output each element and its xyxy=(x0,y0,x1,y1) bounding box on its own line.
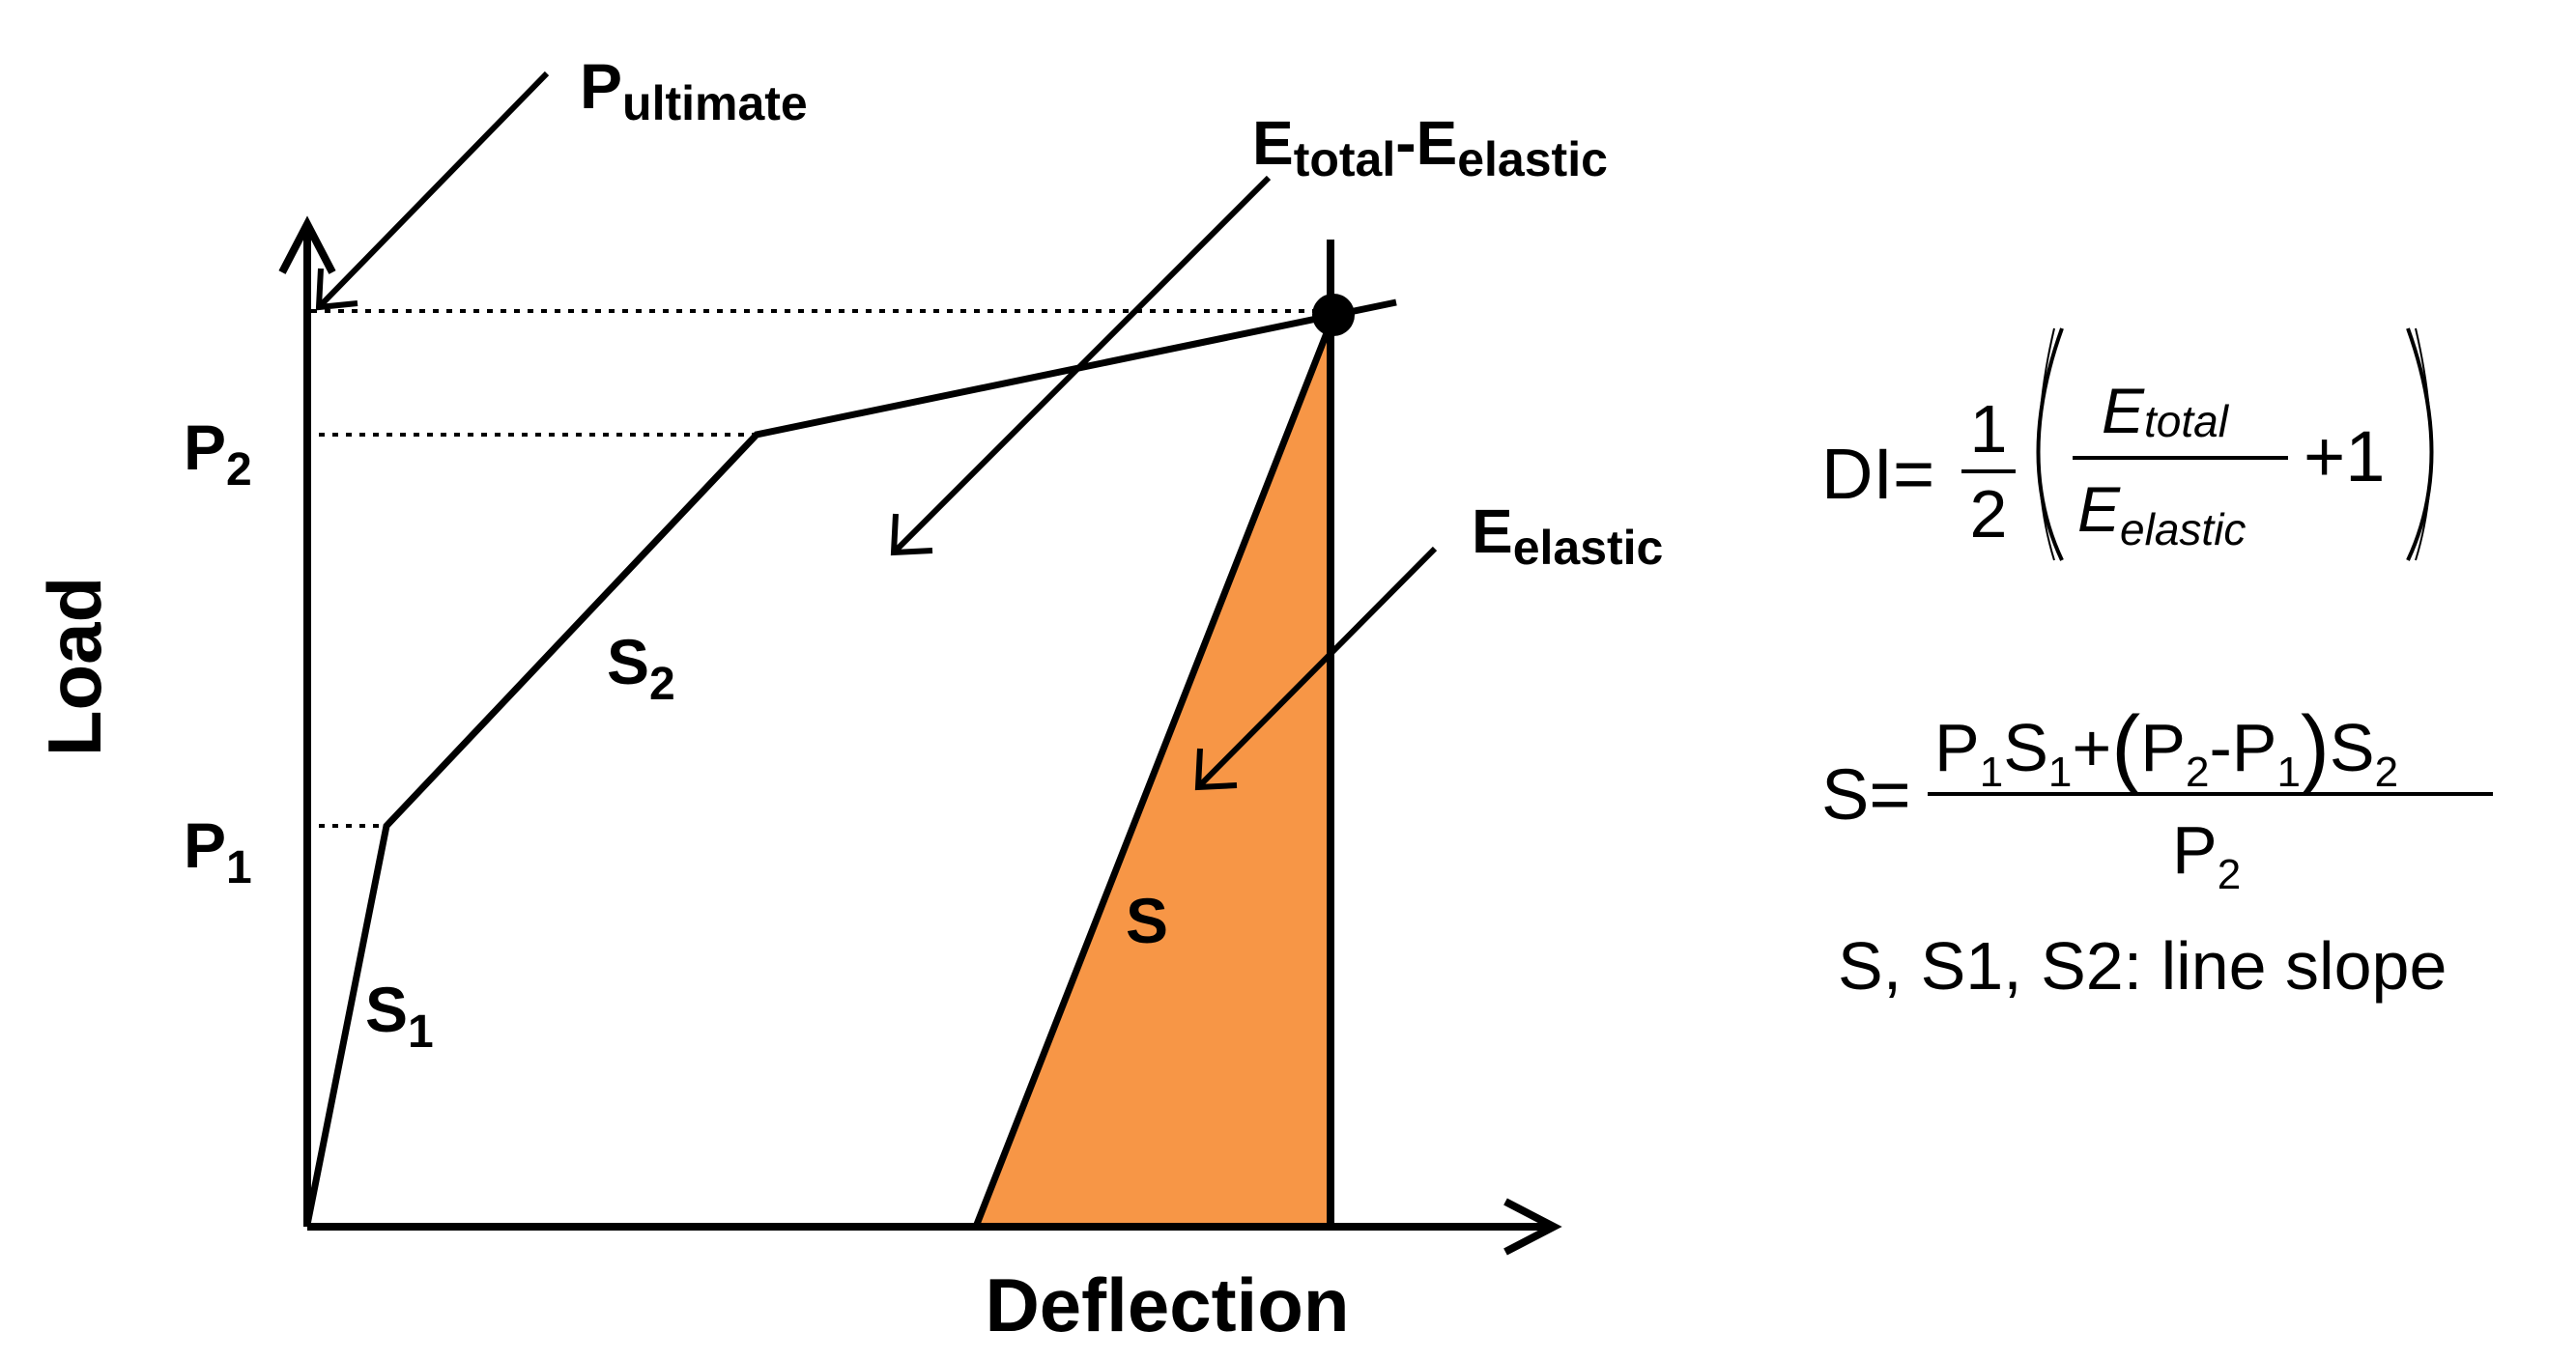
x-axis xyxy=(307,1198,1562,1256)
di-left-paren xyxy=(2036,327,2064,561)
di-lhs: DI= xyxy=(1821,434,1934,514)
s-label: S xyxy=(1126,885,1168,956)
s-lhs: S= xyxy=(1821,754,1911,835)
di-left-paren-inner xyxy=(2038,327,2055,561)
s-formula: S= P1S1+(P2-P1)S2 P2 S, S1, S2: line slo… xyxy=(1821,699,2493,1004)
di-right-paren xyxy=(2406,327,2434,561)
di-denominator: Eelastic xyxy=(2077,473,2246,554)
di-half-numerator: 1 xyxy=(1970,391,2008,467)
s-note: S, S1, S2: line slope xyxy=(1838,928,2447,1004)
e-total-minus-elastic-label: Etotal-Eelastic xyxy=(1252,108,1608,186)
s-numerator: P1S1+(P2-P1)S2 xyxy=(1934,699,2398,796)
di-numerator: Etotal xyxy=(2102,375,2230,446)
e-elastic-arrow xyxy=(1194,546,1438,791)
unloading-line xyxy=(972,309,1339,1229)
x-axis-label: Deflection xyxy=(985,1262,1349,1347)
y-axis-label: Load xyxy=(32,577,117,756)
p2-label: P2 xyxy=(184,411,252,496)
p-ultimate-label: Pultimate xyxy=(580,50,808,130)
ultimate-point xyxy=(1312,294,1355,336)
s-denominator: P2 xyxy=(2172,812,2241,898)
s2-label: S2 xyxy=(607,626,675,710)
y-axis xyxy=(278,215,336,1227)
di-right-paren-inner xyxy=(2415,327,2432,561)
di-formula: DI= 1 2 Etotal Eelastic +1 xyxy=(1821,327,2434,561)
di-half-denominator: 2 xyxy=(1970,476,2008,552)
di-plus-one: +1 xyxy=(2304,416,2385,496)
p-ultimate-arrow xyxy=(315,71,550,311)
e-total-elastic-arrow xyxy=(890,175,1272,556)
p1-label: P1 xyxy=(184,809,252,893)
e-elastic-label: Eelastic xyxy=(1472,496,1663,575)
s1-label: S1 xyxy=(365,974,434,1058)
